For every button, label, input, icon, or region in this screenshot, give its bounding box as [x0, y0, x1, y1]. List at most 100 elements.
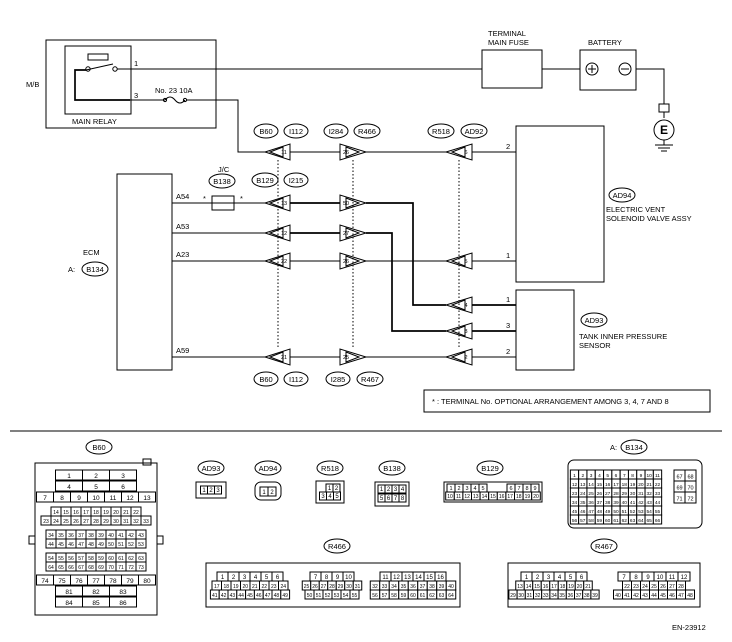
svg-text:28: 28: [93, 519, 99, 525]
b134-pin: 3: [586, 469, 596, 480]
svg-text:10: 10: [447, 494, 453, 500]
b60-pin: 36: [65, 529, 77, 540]
wire-a54-to-ad93-1: [366, 202, 446, 306]
b60-pin: 58: [85, 552, 97, 563]
conn-i285: I285: [325, 371, 351, 387]
svg-text:5: 5: [606, 473, 609, 479]
r467-pin: 15: [532, 580, 542, 591]
svg-text:23: 23: [633, 584, 639, 590]
r467-pin: 14: [523, 580, 534, 591]
r466-pin: 61: [417, 589, 428, 600]
r467-pin: 13: [515, 580, 525, 591]
svg-text:62: 62: [622, 518, 628, 524]
fuse-label: No. 23 10A: [155, 86, 193, 95]
svg-text:1: 1: [202, 488, 206, 494]
b134-pin: 20: [636, 478, 646, 489]
svg-text:71: 71: [676, 497, 682, 503]
svg-text:26: 26: [597, 491, 603, 497]
r467-pin: 12: [677, 571, 691, 582]
svg-text:25: 25: [651, 584, 657, 590]
svg-text:2: 2: [581, 473, 584, 479]
b60-pin: 47: [75, 538, 87, 549]
svg-text:57: 57: [580, 518, 586, 524]
svg-text:28: 28: [678, 584, 684, 590]
r467-pin: 22: [622, 580, 632, 591]
b60-pin: 8: [53, 491, 71, 503]
b60-pin: 39: [95, 529, 107, 540]
main-fuse-label: MAIN FUSE: [488, 38, 529, 47]
svg-text:17: 17: [613, 482, 619, 488]
conn-r518: R518: [427, 123, 455, 139]
b134-pin: 33: [652, 487, 663, 498]
svg-text:2: 2: [335, 486, 339, 492]
svg-text:13: 13: [404, 575, 411, 581]
ad93-name-1: TANK INNER PRESSURE: [579, 332, 667, 341]
b138-pin: 5: [377, 493, 386, 503]
svg-text:40: 40: [108, 533, 114, 539]
b134-pin: 7: [619, 469, 629, 480]
svg-text:3: 3: [321, 494, 325, 500]
svg-text:6: 6: [121, 484, 125, 491]
b134-pin: 25: [586, 487, 596, 498]
a59-label: A59: [176, 346, 189, 355]
view-b138-outline: [374, 481, 410, 507]
b129-pin: 9: [530, 483, 540, 493]
conn-i284: I284: [323, 123, 349, 139]
view-r518-outline: [315, 480, 345, 504]
svg-text:58: 58: [88, 556, 94, 562]
svg-text:1: 1: [221, 575, 225, 581]
r466-pin: 5: [260, 571, 273, 582]
r466-pin: 47: [262, 589, 273, 600]
view-b60-label: B60: [85, 439, 113, 455]
svg-text:I285: I285: [331, 375, 346, 384]
connector-pin-25: 25: [339, 348, 368, 366]
b60-pin: 42: [125, 529, 137, 540]
b60-pin: 70: [105, 561, 117, 572]
svg-text:28: 28: [329, 584, 335, 590]
r518-pin: 5: [333, 491, 341, 501]
r466-pin: 16: [434, 571, 447, 582]
b138-pin: 3: [391, 484, 400, 494]
svg-text:2: 2: [94, 473, 98, 480]
b60-pin: 38: [85, 529, 97, 540]
b134-pin: 11: [652, 469, 663, 480]
b138-pin: 2: [384, 484, 393, 494]
b134-pin: 46: [578, 505, 588, 516]
svg-text:54: 54: [343, 593, 349, 599]
svg-text:B129: B129: [481, 464, 499, 473]
svg-text:26: 26: [660, 584, 666, 590]
svg-text:26: 26: [343, 150, 349, 156]
b134-pin: 41: [627, 496, 638, 507]
view-r467-outline: [507, 562, 701, 608]
svg-text:65: 65: [58, 565, 64, 571]
ad93-box: [515, 289, 575, 371]
b60-pin: 33: [140, 515, 152, 526]
b134-pin: 67: [673, 469, 686, 482]
r466-pin: 59: [398, 589, 409, 600]
b134-pin: 47: [586, 505, 596, 516]
svg-text:19: 19: [630, 482, 636, 488]
svg-text:16: 16: [437, 575, 444, 581]
svg-text:21: 21: [585, 584, 591, 590]
svg-text:B60: B60: [259, 375, 272, 384]
b134-pin: 17: [611, 478, 621, 489]
svg-text:19: 19: [233, 584, 239, 590]
svg-text:38: 38: [605, 500, 611, 506]
view-ad93-outline: [195, 481, 227, 499]
svg-text:4: 4: [67, 484, 71, 491]
b134-pin: 38: [603, 496, 613, 507]
svg-text:25: 25: [343, 355, 349, 361]
b60-pin: 46: [65, 538, 77, 549]
r467-pin: 25: [649, 580, 659, 591]
svg-text:68: 68: [687, 475, 693, 481]
b129-pin: 20: [531, 491, 541, 501]
svg-text:47: 47: [678, 593, 684, 599]
conn-i112-bottom: I112: [283, 371, 309, 387]
svg-text:B60: B60: [92, 443, 105, 452]
svg-text:51: 51: [622, 509, 628, 515]
svg-text:76: 76: [75, 578, 83, 585]
b60-pin: 44: [45, 538, 57, 549]
b134-pin: 22: [652, 478, 663, 489]
svg-text:4: 4: [401, 487, 405, 493]
svg-text:I112: I112: [289, 375, 303, 384]
